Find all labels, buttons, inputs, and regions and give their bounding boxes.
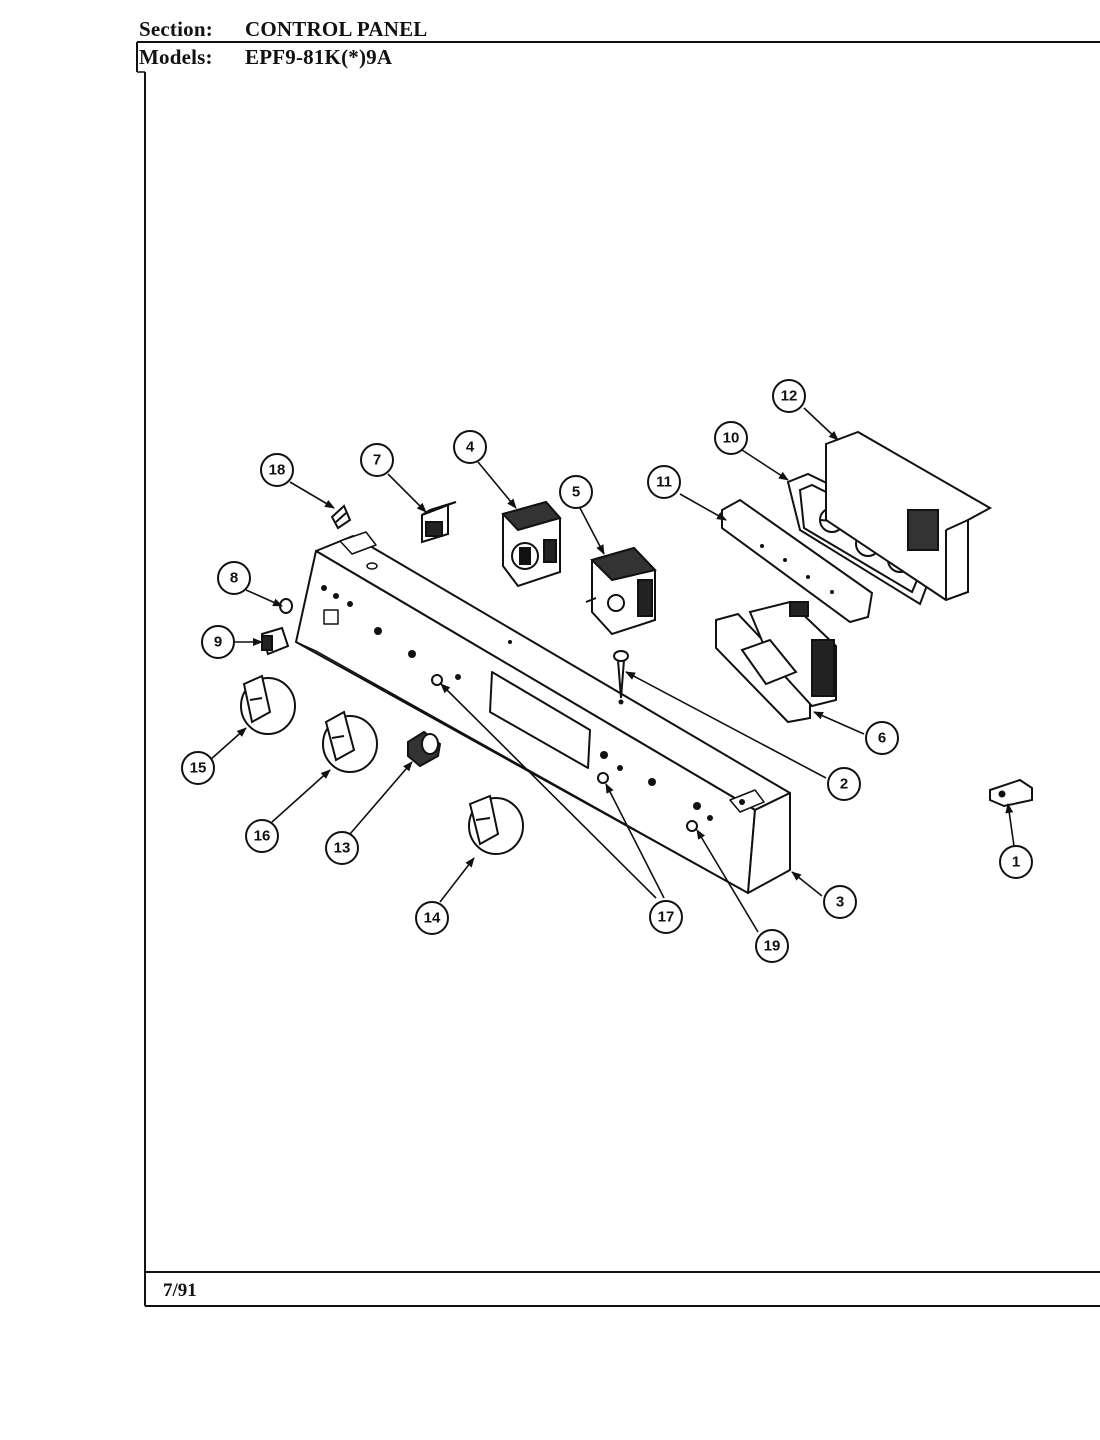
part-13-bushing <box>407 730 442 768</box>
leader-4 <box>477 461 517 509</box>
svg-text:1: 1 <box>1012 854 1020 871</box>
svg-text:19: 19 <box>764 938 781 955</box>
callout-12: 12 <box>772 379 806 413</box>
callout-1: 1 <box>999 845 1033 879</box>
models-label: Models: <box>139 45 213 69</box>
svg-text:10: 10 <box>723 430 740 447</box>
svg-text:2: 2 <box>840 776 848 793</box>
part-11-plate <box>721 498 874 624</box>
part-14-knob <box>468 794 524 855</box>
part-19-screw <box>686 820 698 832</box>
svg-text:16: 16 <box>254 828 271 845</box>
callout-10: 10 <box>714 421 748 455</box>
leader-8 <box>245 589 283 607</box>
leader-19 <box>696 829 759 933</box>
leader-lines <box>209 407 1015 933</box>
part-5-switch <box>585 546 657 636</box>
leader-7 <box>387 473 427 513</box>
leader-17a <box>440 683 657 899</box>
svg-text:9: 9 <box>214 634 222 651</box>
leader-13 <box>349 761 413 835</box>
svg-text:6: 6 <box>878 730 886 747</box>
callout-17: 17 <box>649 900 683 934</box>
callout-8: 8 <box>217 561 251 595</box>
leader-17b <box>605 783 665 899</box>
svg-text:14: 14 <box>424 910 441 927</box>
leader-6 <box>813 711 865 735</box>
page-frame <box>136 41 1100 1307</box>
leader-18 <box>289 481 335 509</box>
svg-text:11: 11 <box>656 474 672 491</box>
leader-16 <box>271 769 331 823</box>
callouts: 1 2 3 4 5 6 7 8 9 10 11 12 13 14 15 16 1… <box>181 379 1033 963</box>
leader-5 <box>579 507 605 555</box>
svg-text:12: 12 <box>781 388 798 405</box>
part-16-knob <box>322 710 378 773</box>
svg-text:15: 15 <box>190 760 207 777</box>
callout-19: 19 <box>755 929 789 963</box>
leader-11 <box>679 493 727 521</box>
svg-text:13: 13 <box>334 840 351 857</box>
callout-11: 11 <box>647 465 681 499</box>
control-panel-body <box>295 531 791 894</box>
svg-text:18: 18 <box>269 462 286 479</box>
part-7-switch <box>421 501 457 544</box>
callout-13: 13 <box>325 831 359 865</box>
part-18-clip <box>330 504 352 530</box>
callout-3: 3 <box>823 885 857 919</box>
callout-6: 6 <box>865 721 899 755</box>
callout-4: 4 <box>453 430 487 464</box>
svg-text:3: 3 <box>836 894 844 911</box>
part-6-relay <box>715 600 837 724</box>
callout-9: 9 <box>201 625 235 659</box>
callout-18: 18 <box>260 453 294 487</box>
leader-1 <box>1005 803 1015 847</box>
section-label: Section: <box>139 17 213 41</box>
callout-7: 7 <box>360 443 394 477</box>
svg-text:8: 8 <box>230 570 238 587</box>
svg-text:17: 17 <box>658 909 675 926</box>
leader-12 <box>803 407 839 441</box>
svg-text:5: 5 <box>572 484 580 501</box>
callout-14: 14 <box>415 901 449 935</box>
callout-2: 2 <box>827 767 861 801</box>
leader-14 <box>439 857 475 903</box>
svg-text:7: 7 <box>373 452 381 469</box>
part-17-screws <box>431 674 609 784</box>
part-4-switch <box>501 500 562 588</box>
leader-10 <box>741 449 789 481</box>
callout-15: 15 <box>181 751 215 785</box>
part-12-bracket <box>825 430 993 602</box>
part-1-clip <box>989 778 1033 808</box>
footer-date: 7/91 <box>163 1280 197 1301</box>
leader-3 <box>791 871 823 897</box>
callout-5: 5 <box>559 475 593 509</box>
models-value: EPF9-81K(*)9A <box>245 45 393 69</box>
part-9-rocker <box>260 626 290 656</box>
callout-16: 16 <box>245 819 279 853</box>
leader-15 <box>209 727 247 761</box>
svg-text:4: 4 <box>466 439 475 456</box>
leader-2 <box>625 671 827 779</box>
part-15-knob <box>240 674 296 735</box>
part-2-screw <box>613 650 629 705</box>
section-value: CONTROL PANEL <box>245 17 428 41</box>
